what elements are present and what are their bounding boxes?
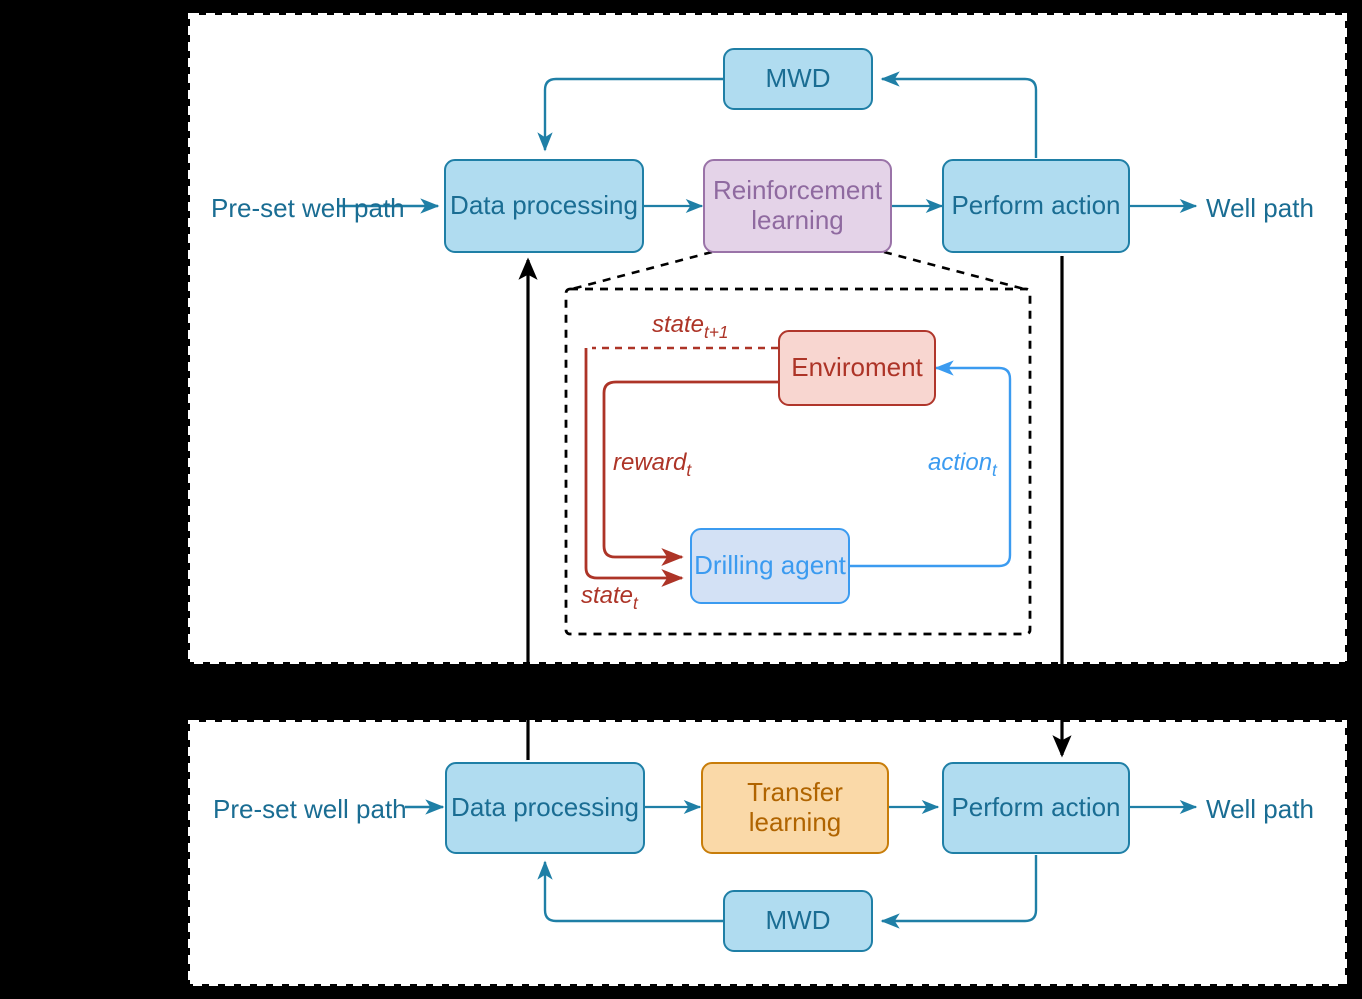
label-action-t: actiont [928, 449, 997, 481]
node-reinforcement-learning[interactable]: Reinforcement learning [703, 159, 892, 253]
node-perform-action-top[interactable]: Perform action [942, 159, 1130, 253]
label-state-text: state [581, 582, 634, 609]
node-data-processing-bottom[interactable]: Data processing [445, 762, 645, 854]
label-reward-sub: t [686, 459, 692, 480]
edge-agent-action-to-environment [850, 360, 1012, 568]
label-well-path-bottom: Well path [1206, 794, 1314, 824]
label-preset-well-path-top: Pre-set well path [211, 193, 405, 223]
bottom-panel-border [188, 720, 1347, 986]
edge-performaction-to-mwd-top [880, 71, 1038, 158]
label-state-t-plus-1: statet+1 [652, 311, 729, 343]
edge-mwd-to-dataprocessing-top [537, 77, 723, 152]
node-environment[interactable]: Enviroment [778, 330, 936, 406]
label-action-text: action [928, 449, 993, 476]
label-reward-text: reward [613, 449, 687, 476]
label-action-sub: t [992, 459, 997, 480]
node-perform-action-bottom[interactable]: Perform action [942, 762, 1130, 854]
label-state-next-sub: t+1 [704, 321, 729, 342]
label-reward-t: rewardt [613, 449, 691, 481]
top-panel-border [188, 13, 1347, 664]
node-data-processing-top[interactable]: Data processing [444, 159, 644, 253]
label-state-next-text: state [652, 311, 705, 338]
edge-performaction-to-mwd-bottom [880, 855, 1038, 929]
label-state-sub: t [633, 592, 638, 613]
node-mwd-bottom[interactable]: MWD [723, 890, 873, 952]
label-well-path-top: Well path [1206, 193, 1314, 223]
node-mwd-top[interactable]: MWD [723, 48, 873, 110]
label-preset-well-path-bottom: Pre-set well path [213, 794, 407, 824]
edge-state-t-to-agent [584, 348, 684, 587]
callout-line-right [883, 250, 1029, 292]
callout-line-left [567, 250, 713, 292]
node-drilling-agent[interactable]: Drilling agent [690, 528, 850, 604]
node-transfer-learning[interactable]: Transfer learning [701, 762, 889, 854]
edge-environment-reward-to-agent [602, 380, 778, 566]
edge-mwd-to-dataprocessing-bottom [537, 860, 723, 923]
rl-detail-box-border [564, 287, 1032, 636]
label-state-t: statet [581, 582, 638, 614]
